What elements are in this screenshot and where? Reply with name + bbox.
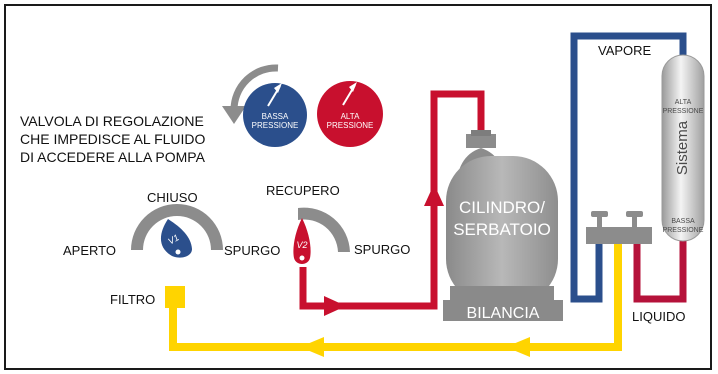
v1-right-label: SPURGO xyxy=(224,243,280,258)
system-high-1: ALTA xyxy=(675,99,692,106)
manifold xyxy=(586,211,652,244)
scale-base xyxy=(443,300,563,321)
v1-dial-arc xyxy=(131,204,223,250)
liquid-label: LIQUIDO xyxy=(632,309,685,324)
system-low-1: BASSA xyxy=(671,218,695,225)
rotation-arrow-head xyxy=(222,106,246,124)
recovery-diagram: CILINDRO/ SERBATOIO BILANCIA ALTA PRESSI… xyxy=(20,32,705,357)
yellow-arrow-2 xyxy=(300,337,324,357)
yellow-arrow-1 xyxy=(506,337,530,357)
valve-text-3: DI ACCEDERE ALLA POMPA xyxy=(20,149,206,165)
vapor-line xyxy=(570,32,687,303)
red-arrow-right xyxy=(324,296,346,316)
v1-left-label: APERTO xyxy=(63,243,116,258)
vapor-label: VAPORE xyxy=(598,43,652,58)
yellow-line xyxy=(169,244,622,351)
system-name: Sistema xyxy=(674,120,691,175)
scale-label: BILANCIA xyxy=(467,305,540,322)
v2-badge: V2 xyxy=(296,240,307,250)
svg-text:BASSA: BASSA xyxy=(262,112,289,121)
v2-right-label: SPURGO xyxy=(354,242,410,257)
filter-label: FILTRO xyxy=(110,292,155,307)
valve-text-2: CHE IMPEDISCE AL FLUIDO xyxy=(20,131,206,147)
system-unit: ALTA PRESSIONE Sistema BASSA PRESSIONE xyxy=(661,54,705,242)
v2-handle xyxy=(293,218,311,264)
v2-dial-arc xyxy=(298,207,350,252)
filter-icon xyxy=(165,286,185,308)
v1-badge: V1 xyxy=(166,232,181,246)
system-low-2: PRESSIONE xyxy=(663,227,704,234)
rotation-arrow-icon xyxy=(230,64,279,111)
liquid-line xyxy=(633,236,687,303)
valve-text-1: VALVOLA DI REGOLAZIONE xyxy=(20,113,204,129)
v2-top-label: RECUPERO xyxy=(266,183,340,198)
low-pressure-gauge: BASSA PRESSIONE xyxy=(243,83,307,147)
red-arrow-up xyxy=(424,184,444,206)
svg-text:PRESSIONE: PRESSIONE xyxy=(327,121,374,130)
cylinder-tank xyxy=(446,130,558,304)
svg-text:ALTA: ALTA xyxy=(341,112,360,121)
svg-text:PRESSIONE: PRESSIONE xyxy=(252,121,299,130)
high-pressure-gauge: ALTA PRESSIONE xyxy=(317,81,383,147)
v2-handle-dot xyxy=(299,255,305,261)
v1-top-label: CHIUSO xyxy=(147,190,198,205)
tank-label-2: SERBATOIO xyxy=(453,220,551,239)
system-high-2: PRESSIONE xyxy=(663,108,704,115)
v1-handle xyxy=(160,219,192,258)
diagram-frame: CILINDRO/ SERBATOIO BILANCIA ALTA PRESSI… xyxy=(4,4,712,370)
tank-label-1: CILINDRO/ xyxy=(459,198,545,217)
v1-handle-dot xyxy=(175,249,181,255)
